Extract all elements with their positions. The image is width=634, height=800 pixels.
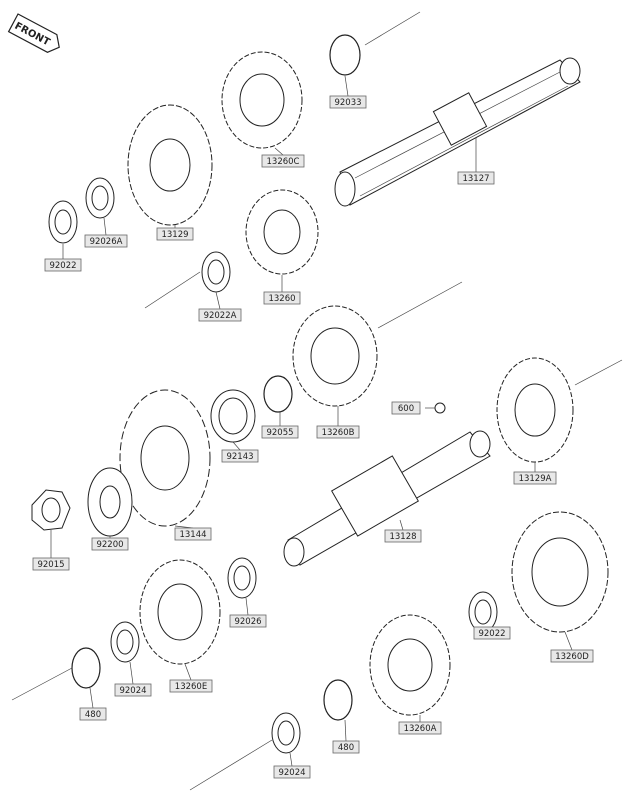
- svg-text:13260: 13260: [268, 294, 295, 304]
- washer-92026A: [85, 177, 115, 219]
- svg-text:92200: 92200: [96, 540, 123, 550]
- svg-text:480: 480: [338, 743, 354, 753]
- washer-92022-right: [468, 591, 498, 633]
- label-92055: 92055: [261, 425, 299, 439]
- label-92026: 92026: [229, 614, 267, 628]
- circlip-92033: [329, 11, 421, 76]
- gear-13260: [245, 189, 319, 275]
- svg-text:13128: 13128: [389, 532, 416, 542]
- label-13128: 13128: [384, 529, 422, 543]
- label-13127: 13127: [457, 171, 495, 185]
- label-92200: 92200: [91, 537, 129, 551]
- label-92022-right: 92022: [473, 626, 511, 640]
- label-13260B: 13260B: [316, 425, 360, 439]
- svg-text:13127: 13127: [462, 174, 489, 184]
- drive-shaft-13128: [283, 430, 491, 567]
- label-13260D: 13260D: [550, 649, 594, 663]
- svg-text:92055: 92055: [266, 428, 293, 438]
- svg-text:92026A: 92026A: [90, 237, 123, 247]
- label-480-left: 480: [79, 707, 107, 721]
- svg-text:480: 480: [85, 710, 101, 720]
- svg-text:92024: 92024: [278, 768, 305, 778]
- washer-92026: [227, 557, 257, 599]
- gear-13129: [127, 104, 213, 226]
- label-92033: 92033: [329, 95, 367, 109]
- svg-text:92022A: 92022A: [204, 311, 237, 321]
- washer-92022A: [144, 251, 231, 309]
- circlip-480-bottom: [323, 679, 353, 721]
- washer-92024-bottom: [189, 712, 301, 791]
- washer-92022-top: [48, 200, 78, 244]
- label-92015: 92015: [32, 557, 70, 571]
- label-92022-top: 92022: [44, 258, 82, 272]
- label-92143: 92143: [221, 449, 259, 463]
- svg-text:13129A: 13129A: [519, 474, 552, 484]
- label-92026A: 92026A: [84, 234, 128, 248]
- gear-13260C: [221, 51, 303, 149]
- washer-92024-left: [110, 621, 140, 663]
- gear-13260B: [292, 281, 463, 407]
- output-shaft-13127: [334, 57, 581, 207]
- label-13260A: 13260A: [398, 721, 442, 735]
- label-13144: 13144: [174, 527, 212, 541]
- svg-text:13144: 13144: [179, 530, 206, 540]
- svg-text:13260D: 13260D: [555, 652, 589, 662]
- lock-washer-92200: [87, 467, 133, 537]
- svg-text:92143: 92143: [226, 452, 253, 462]
- label-600: 600: [391, 401, 421, 415]
- gear-13260D: [511, 511, 609, 633]
- label-92022A: 92022A: [198, 308, 242, 322]
- gear-13260E: [139, 559, 221, 665]
- label-480-bottom: 480: [332, 740, 360, 754]
- svg-text:92026: 92026: [234, 617, 261, 627]
- label-13129A: 13129A: [513, 471, 557, 485]
- front-badge: FRONT: [7, 13, 60, 53]
- svg-text:13260C: 13260C: [267, 157, 300, 167]
- svg-text:13129: 13129: [161, 230, 188, 240]
- circlip-480-left: [11, 647, 101, 701]
- label-13260C: 13260C: [261, 154, 305, 168]
- label-92024-bottom: 92024: [273, 765, 311, 779]
- label-92024-left: 92024: [114, 683, 152, 697]
- gear-13129A: [496, 357, 623, 463]
- leader-lines: [50, 75, 573, 767]
- ball-600: [434, 402, 446, 414]
- gear-13260A: [369, 614, 451, 716]
- bush-92143: [210, 389, 256, 443]
- svg-text:13260A: 13260A: [404, 724, 437, 734]
- svg-text:92022: 92022: [478, 629, 505, 639]
- label-13129: 13129: [156, 227, 194, 241]
- svg-text:13260B: 13260B: [322, 428, 355, 438]
- svg-text:92015: 92015: [37, 560, 64, 570]
- nut-92015: [31, 489, 71, 531]
- label-13260E: 13260E: [169, 679, 213, 693]
- label-13260: 13260: [263, 291, 301, 305]
- circlip-92055: [263, 375, 293, 413]
- svg-text:13260E: 13260E: [175, 682, 207, 692]
- svg-text:92024: 92024: [119, 686, 146, 696]
- sprocket-13144: [119, 389, 211, 527]
- svg-text:92033: 92033: [334, 98, 361, 108]
- svg-text:600: 600: [398, 404, 414, 414]
- svg-text:92022: 92022: [49, 261, 76, 271]
